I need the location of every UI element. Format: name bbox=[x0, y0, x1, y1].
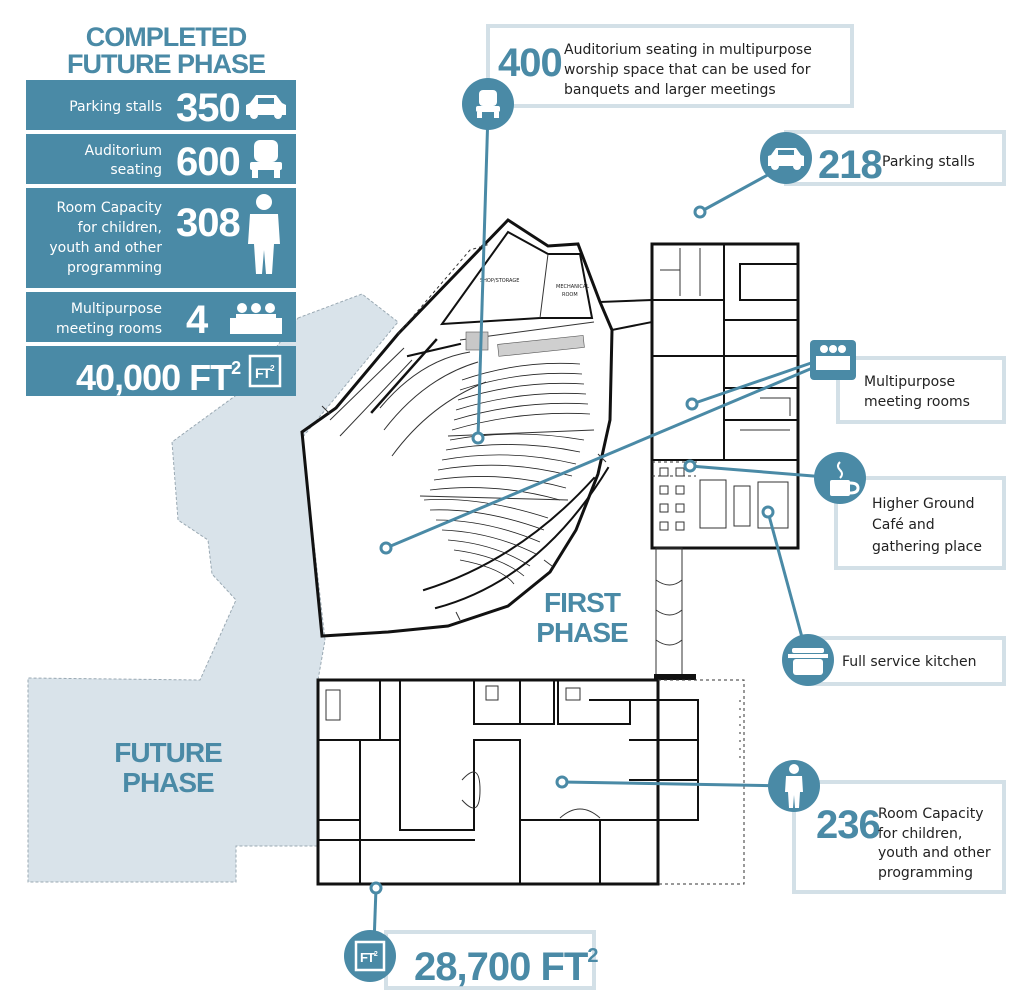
summary-meeting-label-1: Multipurpose bbox=[71, 301, 162, 317]
summary-parking-value: 350 bbox=[176, 86, 240, 130]
callout-parking-text: Parking stalls bbox=[882, 154, 975, 170]
meeting-table-icon bbox=[230, 303, 282, 334]
east-wing-plan bbox=[598, 242, 800, 680]
seating-block-middle bbox=[429, 433, 585, 501]
callout-cafe-text-2: Café and bbox=[872, 517, 935, 533]
chair-icon bbox=[250, 140, 282, 178]
callout-room-capacity: 236 Room Capacity for children, youth an… bbox=[768, 760, 1006, 894]
first-phase-label: FIRST bbox=[544, 587, 621, 618]
summary-heading-1: COMPLETED bbox=[86, 22, 247, 52]
summary-area-value: 40,000 FT2 bbox=[76, 357, 241, 398]
callout-meeting-text-2: meeting rooms bbox=[864, 394, 970, 410]
summary-auditorium-label-1: Auditorium bbox=[85, 143, 162, 159]
summary-capacity-label-4: programming bbox=[67, 260, 162, 276]
leader-lines bbox=[372, 111, 839, 945]
future-phase-area bbox=[27, 293, 399, 883]
room-label-shop: SHOP/STORAGE bbox=[480, 278, 519, 284]
auditorium-plan: SHOP/STORAGE MECHANICAL ROOM bbox=[300, 218, 614, 638]
seating-block-lower bbox=[423, 498, 549, 585]
callout-capacity-text-1: Room Capacity bbox=[878, 806, 984, 822]
callout-kitchen-text: Full service kitchen bbox=[842, 654, 977, 670]
future-phase-label-2: PHASE bbox=[122, 767, 214, 798]
summary-auditorium-value: 600 bbox=[176, 140, 240, 184]
callout-auditorium-text-3: banquets and larger meetings bbox=[564, 82, 776, 98]
car-icon bbox=[246, 95, 286, 119]
car-icon bbox=[768, 148, 804, 170]
summary-capacity-value: 308 bbox=[176, 201, 240, 245]
person-icon bbox=[248, 194, 280, 274]
chair-icon bbox=[476, 90, 500, 118]
leader-endpoints bbox=[369, 205, 775, 895]
callout-meeting-rooms: Multipurpose meeting rooms bbox=[810, 340, 1006, 424]
callout-meeting-text-1: Multipurpose bbox=[864, 374, 955, 390]
seating-block-upper bbox=[451, 362, 591, 431]
cafe-tables bbox=[659, 467, 685, 531]
svg-text:FT2: FT2 bbox=[360, 950, 378, 965]
square-feet-icon: FT2 bbox=[354, 940, 386, 972]
first-phase-label-2: PHASE bbox=[536, 617, 628, 648]
callout-capacity-value: 236 bbox=[816, 803, 880, 847]
callout-area: 28,700 FT2 FT2 bbox=[344, 930, 599, 990]
summary-capacity-label-1: Room Capacity bbox=[57, 200, 163, 216]
summary-auditorium-label-2: seating bbox=[110, 162, 162, 178]
callout-capacity-text-2: for children, bbox=[878, 826, 962, 842]
callout-auditorium-text-2: worship space that can be used for bbox=[564, 62, 811, 78]
completed-future-phase-panel: COMPLETED FUTURE PHASE Parking stalls 35… bbox=[26, 22, 296, 398]
callout-kitchen: Full service kitchen bbox=[782, 634, 1006, 686]
room-label-mechanical-1: MECHANICAL bbox=[556, 284, 589, 290]
callout-auditorium-text-1: Auditorium seating in multipurpose bbox=[564, 42, 812, 58]
room-label-mechanical-2: ROOM bbox=[562, 292, 578, 298]
callout-auditorium: 400 Auditorium seating in multipurpose w… bbox=[462, 24, 854, 130]
summary-heading-2: FUTURE PHASE bbox=[67, 49, 265, 79]
person-icon bbox=[785, 764, 803, 808]
callout-capacity-text-3: youth and other bbox=[878, 845, 991, 861]
callout-cafe-text-3: gathering place bbox=[872, 539, 982, 555]
summary-capacity-label-3: youth and other bbox=[49, 240, 162, 256]
summary-parking-label: Parking stalls bbox=[69, 99, 162, 115]
summary-capacity-label-2: for children, bbox=[78, 220, 162, 236]
callout-cafe: Higher Ground Café and gathering place bbox=[814, 452, 1006, 570]
callout-parking-value: 218 bbox=[818, 143, 882, 187]
square-feet-icon: FT2 bbox=[248, 354, 282, 388]
cooking-pot-icon bbox=[788, 648, 828, 675]
coffee-mug-icon bbox=[830, 461, 860, 496]
callout-cafe-text-1: Higher Ground bbox=[872, 496, 975, 512]
summary-meeting-value: 4 bbox=[186, 298, 209, 342]
first-phase-building-plan bbox=[316, 678, 745, 886]
callout-auditorium-value: 400 bbox=[498, 41, 562, 85]
callout-area-value: 28,700 FT2 bbox=[414, 945, 598, 989]
svg-text:FT2: FT2 bbox=[255, 364, 275, 381]
summary-meeting-label-2: meeting rooms bbox=[56, 321, 162, 337]
callout-parking: 218 Parking stalls bbox=[760, 130, 1006, 187]
future-phase-label: FUTURE bbox=[114, 737, 222, 768]
meeting-table-icon bbox=[816, 345, 850, 370]
callout-capacity-text-4: programming bbox=[878, 865, 973, 881]
